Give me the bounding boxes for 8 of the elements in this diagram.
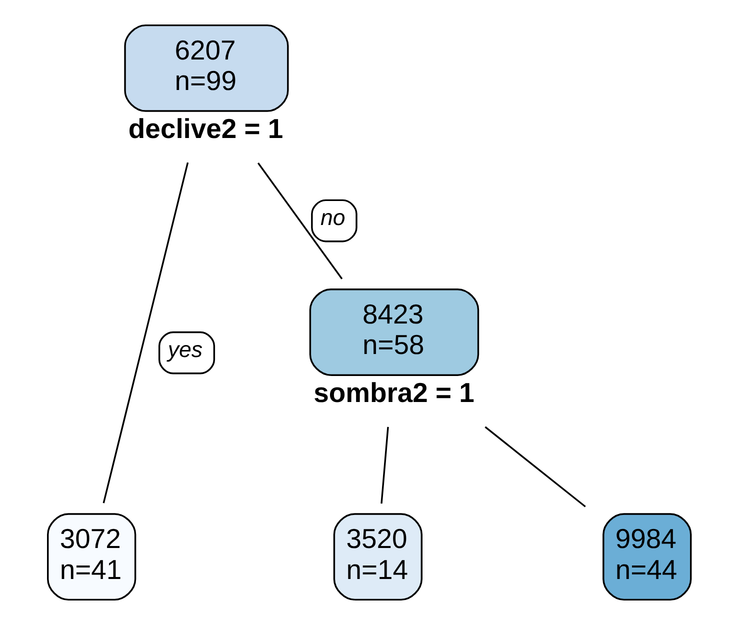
connector [380, 426, 388, 504]
node-label: sombra2 = 1 [313, 377, 474, 408]
connector [484, 426, 586, 508]
connector [256, 162, 342, 280]
node-label: declive2 = 1 [128, 113, 283, 144]
edge-label: yes [167, 336, 202, 362]
connector [102, 162, 188, 504]
edge-label: no [320, 204, 345, 230]
